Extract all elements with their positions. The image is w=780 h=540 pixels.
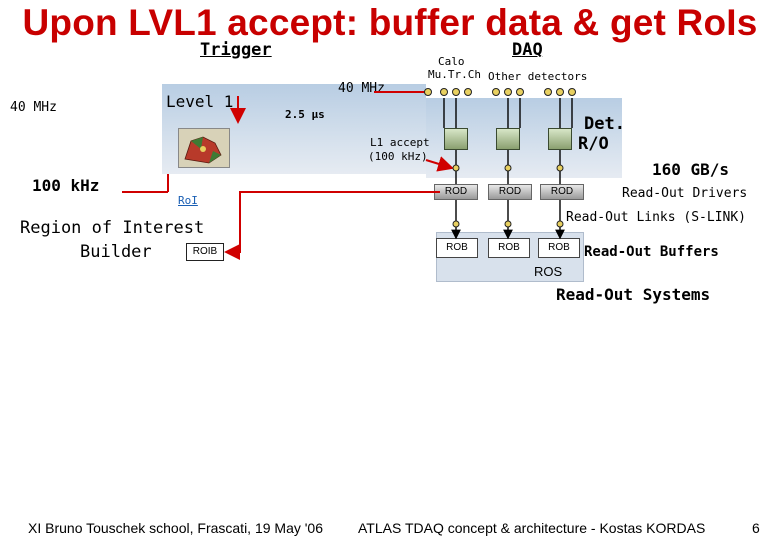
read-out-links-label: Read-Out Links (S-LINK) [566,210,747,225]
slide-title: Upon LVL1 accept: buffer data & get RoIs [22,2,758,43]
frontend-other-1 [496,128,520,150]
det-ro-line1: Det. [584,114,625,134]
other-detectors-label: Other detectors [488,70,588,83]
rate-40mhz-left: 40 MHz [10,100,57,115]
roi-label: RoI [178,194,198,207]
level1-image-graphic [184,136,222,164]
frontend-calo [444,128,468,150]
frontend-other-2 [548,128,572,150]
level1-label: Level 1 [166,92,234,111]
l1-accept-line1: L1 accept [370,136,430,149]
daq-heading: DAQ [512,40,543,60]
rod-3: ROD [540,184,584,200]
arrow-roi [224,191,440,260]
bandwidth-label: 160 GB/s [652,160,730,179]
read-out-systems-label: Read-Out Systems [556,285,711,304]
rod-2: ROD [488,184,532,200]
rate-100khz: 100 kHz [32,176,100,195]
det-ro-line2: R/O [578,134,609,154]
level1-image [178,128,230,168]
footer-left: XI Bruno Touschek school, Frascati, 19 M… [28,520,324,536]
roib-heading-line1: Region of Interest [20,218,205,238]
roib-box: ROIB [186,243,224,261]
l1-accept-line2: (100 kHz) [368,150,428,163]
read-out-drivers-label: Read-Out Drivers [622,186,748,201]
read-out-buffers-label: Read-Out Buffers [584,244,719,260]
calo-line2: Mu.Tr.Ch [428,68,481,81]
calo-line1: Calo [438,55,465,68]
page-number: 6 [752,520,760,536]
trigger-heading: Trigger [200,40,272,60]
ros-label: ROS [534,264,563,279]
rate-40mhz-top: 40 MHz [338,81,385,96]
arrow-l1-accept [425,156,454,172]
footer-center: ATLAS TDAQ concept & architecture - Kost… [358,520,706,536]
latency-label: 2.5 µs [285,108,325,121]
roib-heading-line2: Builder [80,242,152,262]
